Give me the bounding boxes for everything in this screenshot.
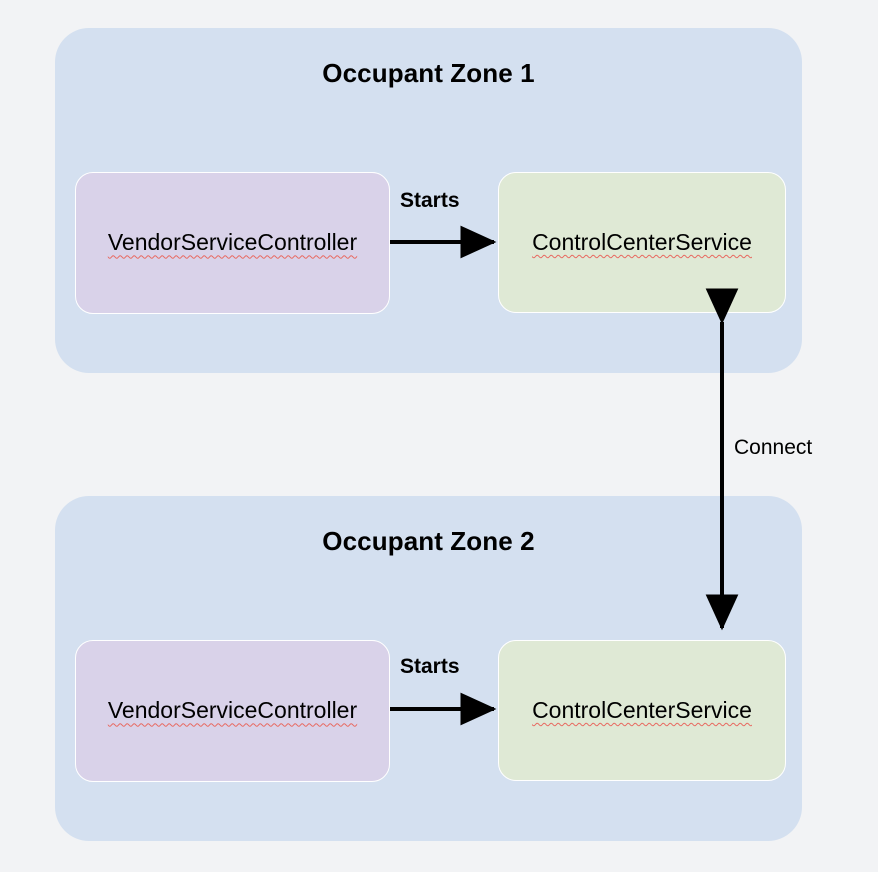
occupant-zone-2-title: Occupant Zone 2	[322, 526, 535, 556]
edge-label-connect: Connect	[734, 436, 813, 459]
occupant-zone-1-title: Occupant Zone 1	[322, 58, 535, 88]
node-control-center-service-zone-2-label: ControlCenterService	[532, 696, 752, 723]
occupant-zone-2-container: Occupant Zone 2 VendorServiceController …	[55, 496, 802, 841]
node-control-center-service-zone-2[interactable]: ControlCenterService	[498, 640, 786, 781]
node-control-center-service-zone-1[interactable]: ControlCenterService	[498, 172, 786, 313]
node-vendor-service-controller-zone-1-label: VendorServiceController	[107, 229, 358, 256]
edge-label-starts-zone-2: Starts	[400, 655, 460, 678]
node-control-center-service-zone-1-label: ControlCenterService	[532, 228, 752, 255]
node-vendor-service-controller-zone-2[interactable]: VendorServiceController	[75, 640, 390, 782]
node-vendor-service-controller-zone-2-label: VendorServiceController	[107, 697, 358, 724]
occupant-zone-1-container: Occupant Zone 1 VendorServiceController …	[55, 28, 802, 373]
node-vendor-service-controller-zone-1[interactable]: VendorServiceController	[75, 172, 390, 314]
edge-label-starts-zone-1: Starts	[400, 189, 460, 212]
